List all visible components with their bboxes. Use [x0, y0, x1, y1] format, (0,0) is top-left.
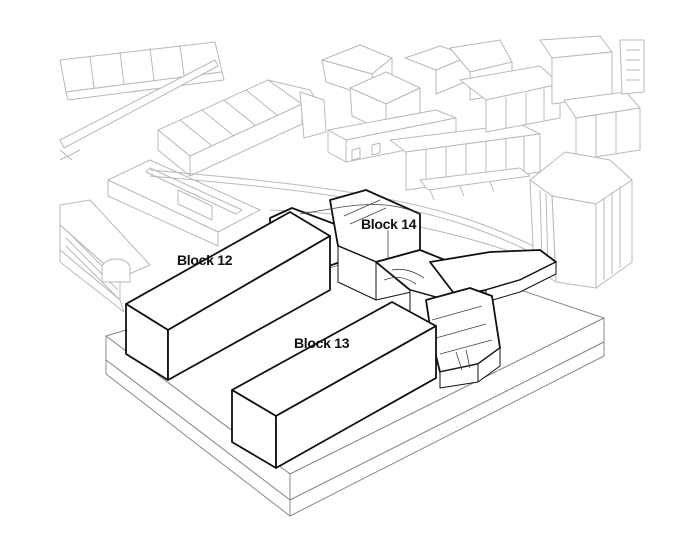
block-14-label: Block 14	[361, 216, 417, 232]
block-13-label: Block 13	[294, 335, 350, 351]
context-terrace-top-left	[59, 41, 225, 161]
block-13-mass	[231, 301, 437, 469]
context-terrace-chimneys	[327, 65, 561, 201]
block-12-label: Block 12	[177, 252, 233, 268]
context-long-building	[107, 159, 261, 247]
context-domed-building	[59, 199, 151, 313]
context-buildings	[59, 35, 645, 313]
context-row-houses-left	[157, 79, 327, 177]
block-12-mass	[125, 211, 331, 381]
context-houses-right	[539, 35, 645, 161]
